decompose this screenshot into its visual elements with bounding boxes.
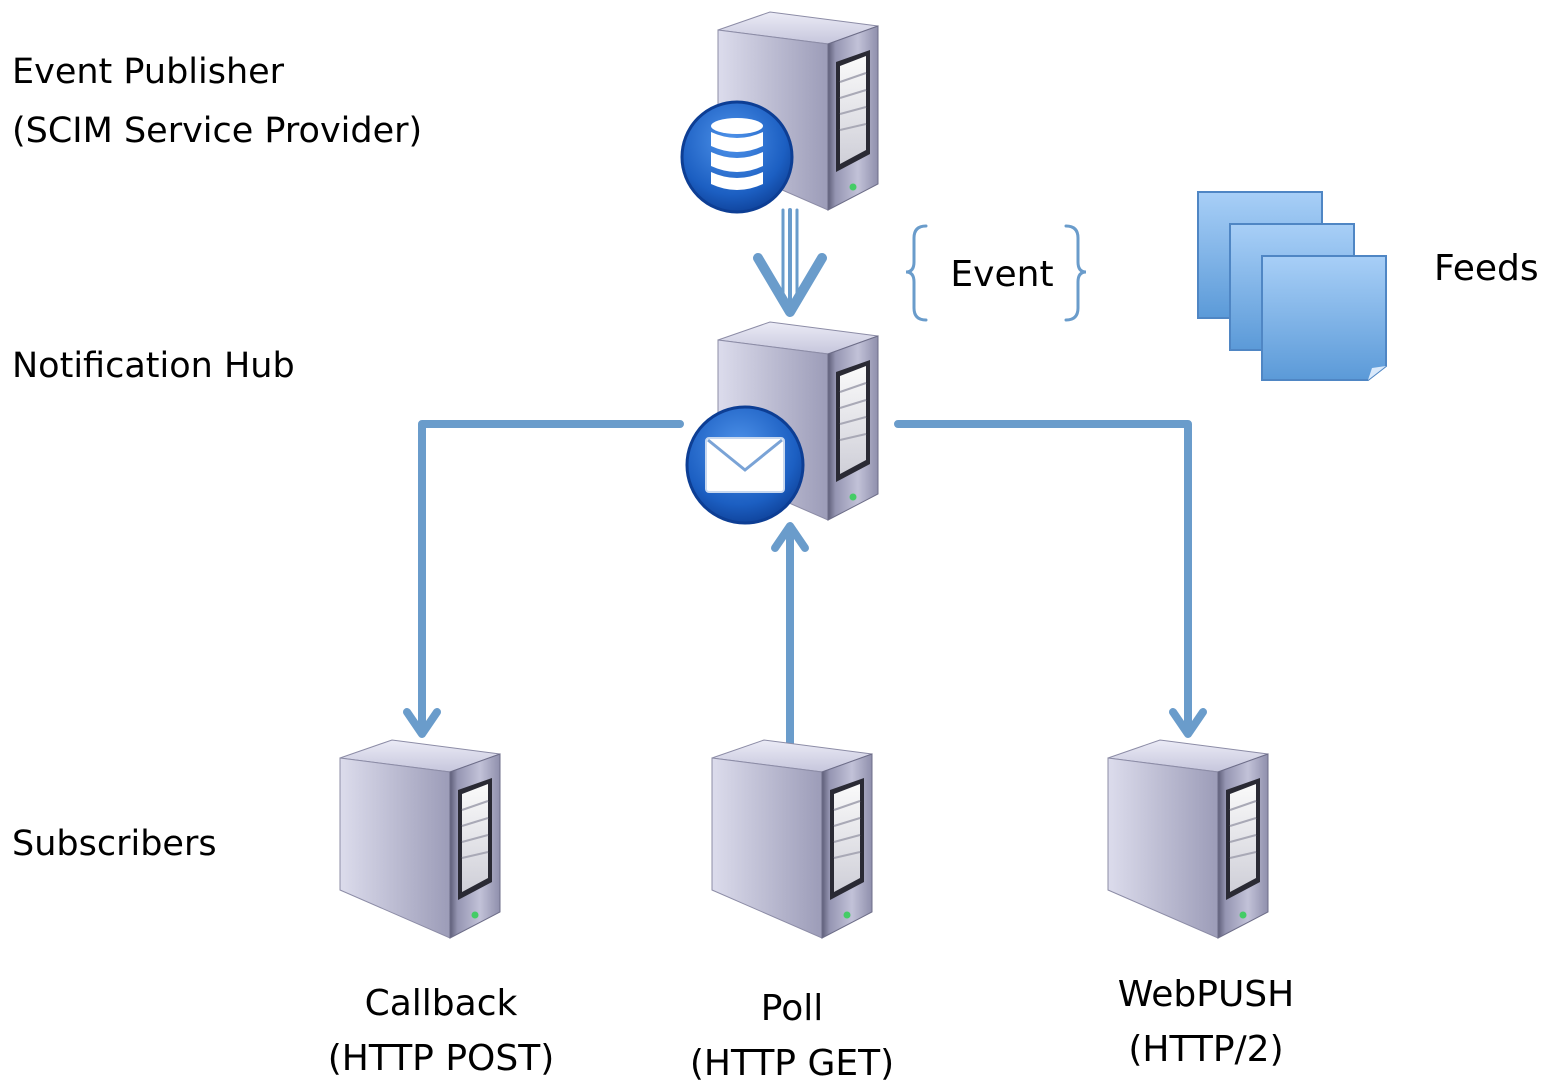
webpush-arrow: [894, 420, 1207, 738]
event-braces: [905, 224, 1087, 322]
right-brace: [1064, 224, 1087, 322]
event-label: Event: [950, 254, 1053, 295]
callback-label: Callback: [365, 983, 518, 1024]
envelope-icon: [685, 405, 805, 525]
hub-title: Notification Hub: [12, 346, 295, 386]
poll-label: Poll: [761, 988, 823, 1029]
publisher-server: [680, 11, 879, 214]
stacked-documents-icon: [1197, 191, 1387, 381]
callback-protocol: (HTTP POST): [328, 1038, 555, 1079]
poll-server: [711, 739, 873, 939]
callback-arrow: [403, 420, 684, 738]
webpush-protocol: (HTTP/2): [1128, 1029, 1283, 1070]
webpush-label: WebPUSH: [1118, 974, 1294, 1015]
poll-arrow: [771, 522, 809, 749]
feeds-label: Feeds: [1434, 248, 1539, 289]
poll-protocol: (HTTP GET): [690, 1043, 894, 1084]
hub-server: [685, 321, 879, 525]
publisher-title: Event Publisher: [12, 52, 285, 92]
publish-arrow: [753, 208, 827, 317]
left-brace: [905, 224, 928, 322]
publisher-subtitle: (SCIM Service Provider): [12, 111, 422, 151]
database-icon: [680, 100, 794, 214]
subscribers-title: Subscribers: [12, 824, 217, 864]
callback-server: [339, 739, 501, 939]
connectors: [403, 208, 1207, 749]
webpush-server: [1107, 739, 1269, 939]
